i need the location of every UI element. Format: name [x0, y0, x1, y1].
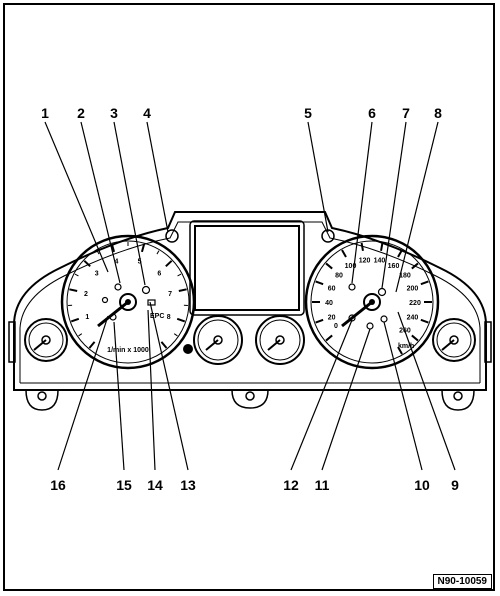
dial-numeral: 4	[115, 259, 119, 266]
dial-tick	[176, 317, 186, 323]
callout-15: 15	[116, 477, 132, 493]
dial-tick	[325, 334, 333, 342]
dial-tick	[69, 288, 78, 292]
lamp-icon	[366, 322, 374, 330]
cluster-inner-line	[19, 221, 481, 383]
callout-8: 8	[434, 105, 442, 121]
dial-tick	[110, 243, 116, 253]
callout-9: 9	[451, 477, 459, 493]
callout-1: 1	[41, 105, 49, 121]
dial-numeral: 2	[84, 291, 88, 298]
dial-numeral: 8	[167, 314, 171, 321]
lamp-icon	[114, 283, 122, 291]
dial-numeral: 6	[157, 270, 161, 277]
dial-tick	[420, 280, 429, 286]
gauge-center-right	[255, 315, 305, 365]
mount-bracket-right	[441, 389, 475, 411]
dial-numeral: 100	[345, 263, 357, 270]
dial-tick	[420, 318, 429, 324]
dial-tick	[397, 249, 403, 258]
callout-4: 4	[143, 105, 151, 121]
callout-10: 10	[414, 477, 430, 493]
dial-numeral: 220	[409, 300, 421, 307]
dial-tick	[165, 260, 173, 268]
dial-tick	[88, 341, 96, 349]
dial-numeral: 5	[138, 259, 142, 266]
reset-button	[183, 344, 193, 354]
lamp-icon	[101, 296, 109, 304]
lamp-icon	[147, 299, 156, 306]
dial-numeral: 180	[399, 272, 411, 279]
dial-tick	[160, 341, 168, 349]
gauge-right-outer	[432, 318, 476, 362]
dial-numeral: 200	[407, 285, 419, 292]
dial-tick	[140, 243, 146, 253]
tach-unit-label: 1/min x 1000	[107, 347, 149, 354]
callout-2: 2	[77, 105, 85, 121]
lamp-icon	[380, 315, 388, 323]
gauge-center-left	[193, 315, 243, 365]
dial-tick	[341, 249, 347, 258]
dial-tick	[83, 260, 91, 268]
callout-16: 16	[50, 477, 66, 493]
lamp-icon	[377, 287, 387, 297]
dial-tick	[156, 250, 160, 255]
lamp-icon	[109, 313, 117, 321]
dial-numeral: 120	[359, 258, 371, 265]
dial-numeral: 3	[95, 270, 99, 277]
dial-numeral: 20	[328, 315, 336, 322]
dial-numeral: 60	[328, 285, 336, 292]
callout-11: 11	[315, 477, 330, 493]
speed-unit-label: km/h	[398, 343, 414, 350]
dial-tick	[70, 317, 80, 323]
callouts-top: 1 2 3 4 5 6 7 8	[41, 105, 442, 121]
epc-label: EPC	[150, 313, 164, 320]
dial-numeral: 160	[388, 263, 400, 270]
drawing-frame	[3, 3, 495, 591]
leader-lines	[44, 121, 456, 471]
dial-tick	[380, 242, 384, 251]
gauge-left-outer	[24, 318, 68, 362]
dial-tick	[178, 288, 187, 292]
dial-numeral: 140	[374, 258, 386, 265]
speed-needle	[341, 300, 373, 328]
figure-reference: N90-10059	[432, 574, 492, 589]
callout-6: 6	[368, 105, 376, 121]
dial-tick	[173, 333, 178, 337]
dial-tick	[325, 262, 333, 270]
dial-tick	[315, 318, 324, 324]
dial-tick	[397, 346, 403, 355]
callout-12: 12	[283, 477, 299, 493]
dial-numeral: 240	[407, 315, 419, 322]
dial-numeral: 7	[168, 291, 172, 298]
speed-zero-label: 0	[334, 323, 338, 330]
dial-tick	[315, 280, 324, 286]
dial-numeral: 1	[85, 314, 89, 321]
dial-tick	[74, 273, 79, 277]
callout-14: 14	[147, 477, 163, 493]
dial-tick	[96, 250, 100, 255]
lamp-icon	[348, 283, 356, 291]
callout-3: 3	[110, 105, 118, 121]
dial-tick	[411, 334, 419, 342]
callout-13: 13	[180, 477, 196, 493]
callout-5: 5	[304, 105, 312, 121]
cluster-housing	[13, 211, 487, 391]
callout-7: 7	[402, 105, 410, 121]
display-screen	[194, 225, 300, 311]
dial-tick	[411, 262, 419, 270]
mount-bracket-left	[25, 389, 59, 411]
dial-tick	[360, 242, 364, 251]
mount-bracket-center	[231, 389, 269, 409]
dial-tick	[78, 333, 83, 337]
tachometer: 1 2 3 4 5 6 7 8 1/min x 1000 EPC	[60, 234, 196, 370]
dial-tick	[177, 273, 182, 277]
dial-numeral: 40	[325, 300, 333, 307]
lamp-icon	[141, 285, 151, 295]
dial-numeral: 80	[335, 272, 343, 279]
callouts-bottom: 16 15 14 13 12 11 10 9	[50, 477, 459, 493]
